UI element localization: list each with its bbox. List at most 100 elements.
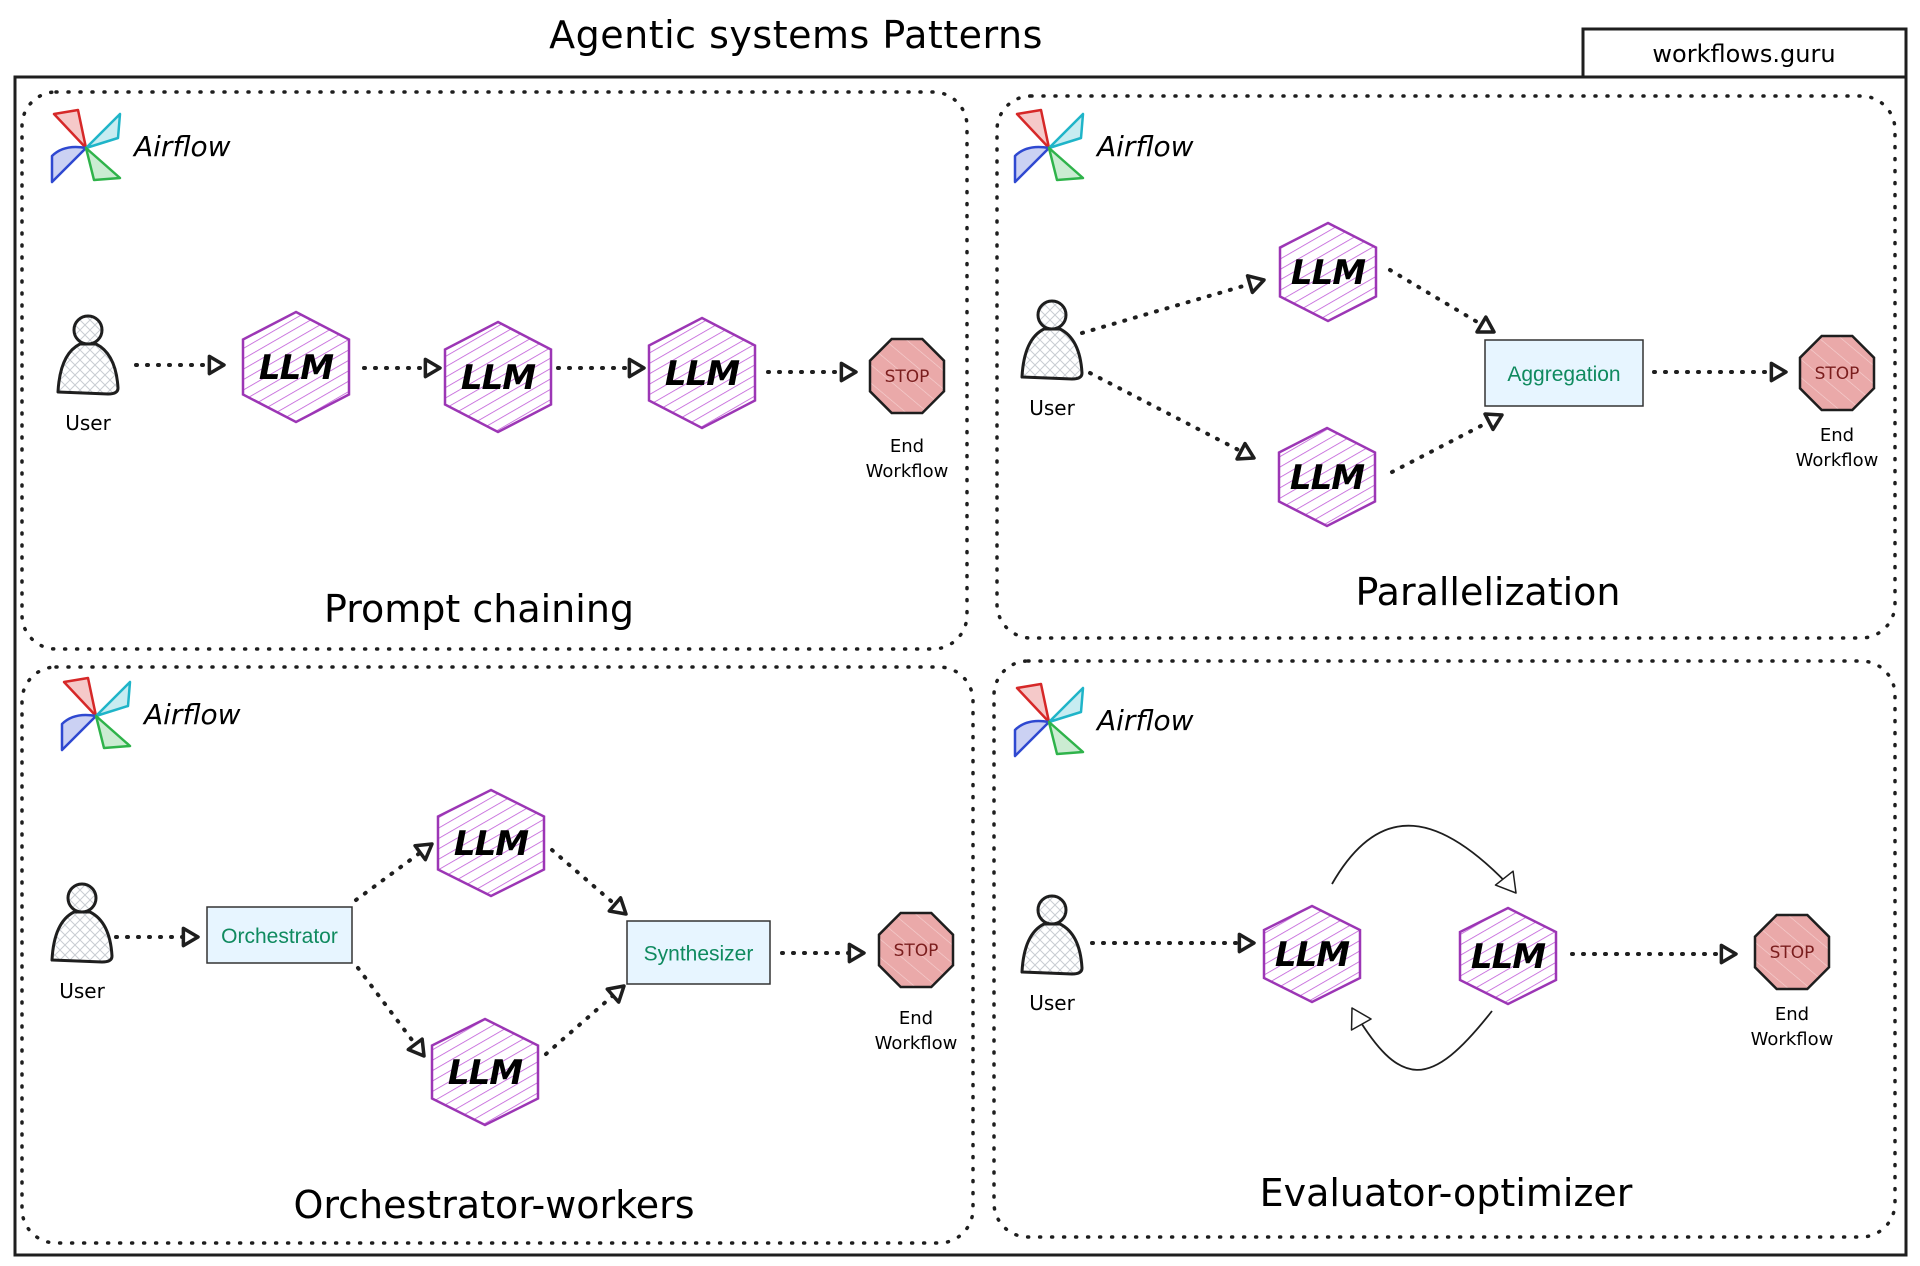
edge-user-to-orchestrator [114, 926, 200, 948]
user-icon [1020, 299, 1084, 381]
llm-label: LLM [1471, 937, 1546, 977]
arrowhead-icon [413, 842, 434, 862]
synthesizer-box[interactable]: Synthesizer [626, 920, 771, 985]
llm-label: LLM [665, 354, 740, 394]
edge-evaluator-feedback [1350, 1007, 1493, 1071]
arrowhead-icon [627, 357, 646, 379]
stop-sign-icon [1798, 334, 1876, 412]
llm-node-parallel-top[interactable]: LLM [1278, 221, 1378, 323]
edge-user-to-llm-bottom [1088, 371, 1256, 461]
arrowhead-icon [1483, 412, 1504, 432]
user-label: User [59, 979, 105, 1003]
aggregation-box[interactable]: Aggregation [1484, 339, 1644, 407]
llm-node-chain-3[interactable]: LLM [647, 316, 757, 430]
panel-title-prompt-chaining: Prompt chaining [324, 587, 634, 631]
llm-node-chain-1[interactable]: LLM [241, 310, 351, 424]
llm-node-chain-2[interactable]: LLM [443, 320, 553, 434]
llm-label: LLM [1290, 458, 1365, 498]
edge-llm-1-to-llm-2 [362, 357, 442, 379]
user-label: User [65, 411, 111, 435]
edge-generator-to-evaluator [1331, 824, 1517, 894]
arrowhead-icon [181, 926, 200, 948]
user-node-orchestrator[interactable]: User [50, 882, 114, 1003]
airflow-label: Airflow [1095, 704, 1194, 737]
end-label-line1: End [1775, 1004, 1809, 1025]
stop-label: STOP [894, 941, 939, 961]
llm-node-worker-top[interactable]: LLM [436, 788, 546, 898]
llm-label: LLM [454, 824, 529, 864]
arrowhead-icon [1719, 943, 1738, 965]
panel-orchestrator-workers [20, 665, 975, 1245]
llm-hexagon [1277, 426, 1377, 528]
site-badge[interactable]: workflows.guru [1581, 27, 1908, 79]
user-icon [56, 314, 120, 396]
llm-label: LLM [259, 348, 334, 388]
end-label-line1: End [890, 436, 924, 457]
orchestrator-box[interactable]: Orchestrator [206, 906, 353, 964]
user-node-parallelization[interactable]: User [1020, 299, 1084, 420]
user-icon [50, 882, 114, 964]
llm-node-parallel-bottom[interactable]: LLM [1277, 426, 1377, 528]
airflow-pinwheel-icon [1013, 108, 1085, 184]
llm-hexagon [1458, 906, 1558, 1006]
edge-llm-3-to-stop [766, 361, 858, 383]
edge-user-to-llm-top [1080, 274, 1266, 335]
stop-sign-icon [868, 337, 946, 415]
arrowhead-icon [1769, 361, 1788, 383]
arrowhead-icon [1235, 441, 1256, 461]
panel-parallelization [995, 94, 1897, 640]
llm-node-worker-bottom[interactable]: LLM [430, 1017, 540, 1127]
end-label-line1: End [899, 1008, 933, 1029]
user-label: User [1029, 991, 1075, 1015]
llm-node-generator[interactable]: LLM [1262, 904, 1362, 1004]
llm-hexagon [241, 310, 351, 424]
stop-sign-icon [1753, 913, 1831, 991]
end-label-line1: End [1820, 425, 1854, 446]
llm-label: LLM [1291, 253, 1366, 293]
llm-label: LLM [1275, 935, 1350, 975]
arrowhead-icon [1494, 870, 1517, 894]
llm-node-evaluator[interactable]: LLM [1458, 906, 1558, 1006]
llm-label: LLM [461, 358, 536, 398]
panel-evaluator-optimizer [992, 659, 1897, 1239]
user-node-prompt-chaining[interactable]: User [56, 314, 120, 435]
user-icon [1020, 894, 1084, 976]
llm-hexagon [443, 320, 553, 434]
orchestrator-box-label: Orchestrator [221, 925, 338, 948]
airflow-label: Airflow [1095, 130, 1194, 163]
arrowhead-icon [207, 354, 226, 376]
airflow-logo: Airflow [1013, 108, 1194, 184]
page-title: Agentic systems Patterns [549, 13, 1043, 57]
llm-hexagon [436, 788, 546, 898]
panel-prompt-chaining [20, 90, 969, 651]
edge-synthesizer-to-stop [780, 942, 866, 964]
airflow-logo: Airflow [1013, 682, 1194, 758]
airflow-logo: Airflow [50, 108, 231, 184]
llm-hexagon [1262, 904, 1362, 1004]
edge-aggregation-to-stop [1652, 361, 1788, 383]
arrowhead-icon [607, 896, 628, 916]
arrowhead-icon [423, 357, 442, 379]
outer-frame [13, 75, 1908, 1257]
stop-label: STOP [1770, 943, 1815, 963]
llm-hexagon [1278, 221, 1378, 323]
arrowhead-icon [839, 361, 858, 383]
end-label-line2: Workflow [1796, 450, 1879, 471]
panel-title-orchestrator-workers: Orchestrator-workers [293, 1183, 694, 1227]
user-node-evaluator[interactable]: User [1020, 894, 1084, 1015]
site-label: workflows.guru [1652, 40, 1835, 68]
airflow-logo: Airflow [60, 676, 241, 752]
arrowhead-icon [406, 1037, 426, 1058]
edge-llm-top-to-synthesizer [550, 848, 628, 916]
stop-sign-icon [877, 911, 955, 989]
end-label-line2: Workflow [875, 1033, 958, 1054]
edge-llm-top-to-aggregation [1388, 268, 1496, 334]
stop-label: STOP [1815, 364, 1860, 384]
aggregation-box-label: Aggregation [1507, 363, 1620, 386]
arrowhead-icon [847, 942, 866, 964]
